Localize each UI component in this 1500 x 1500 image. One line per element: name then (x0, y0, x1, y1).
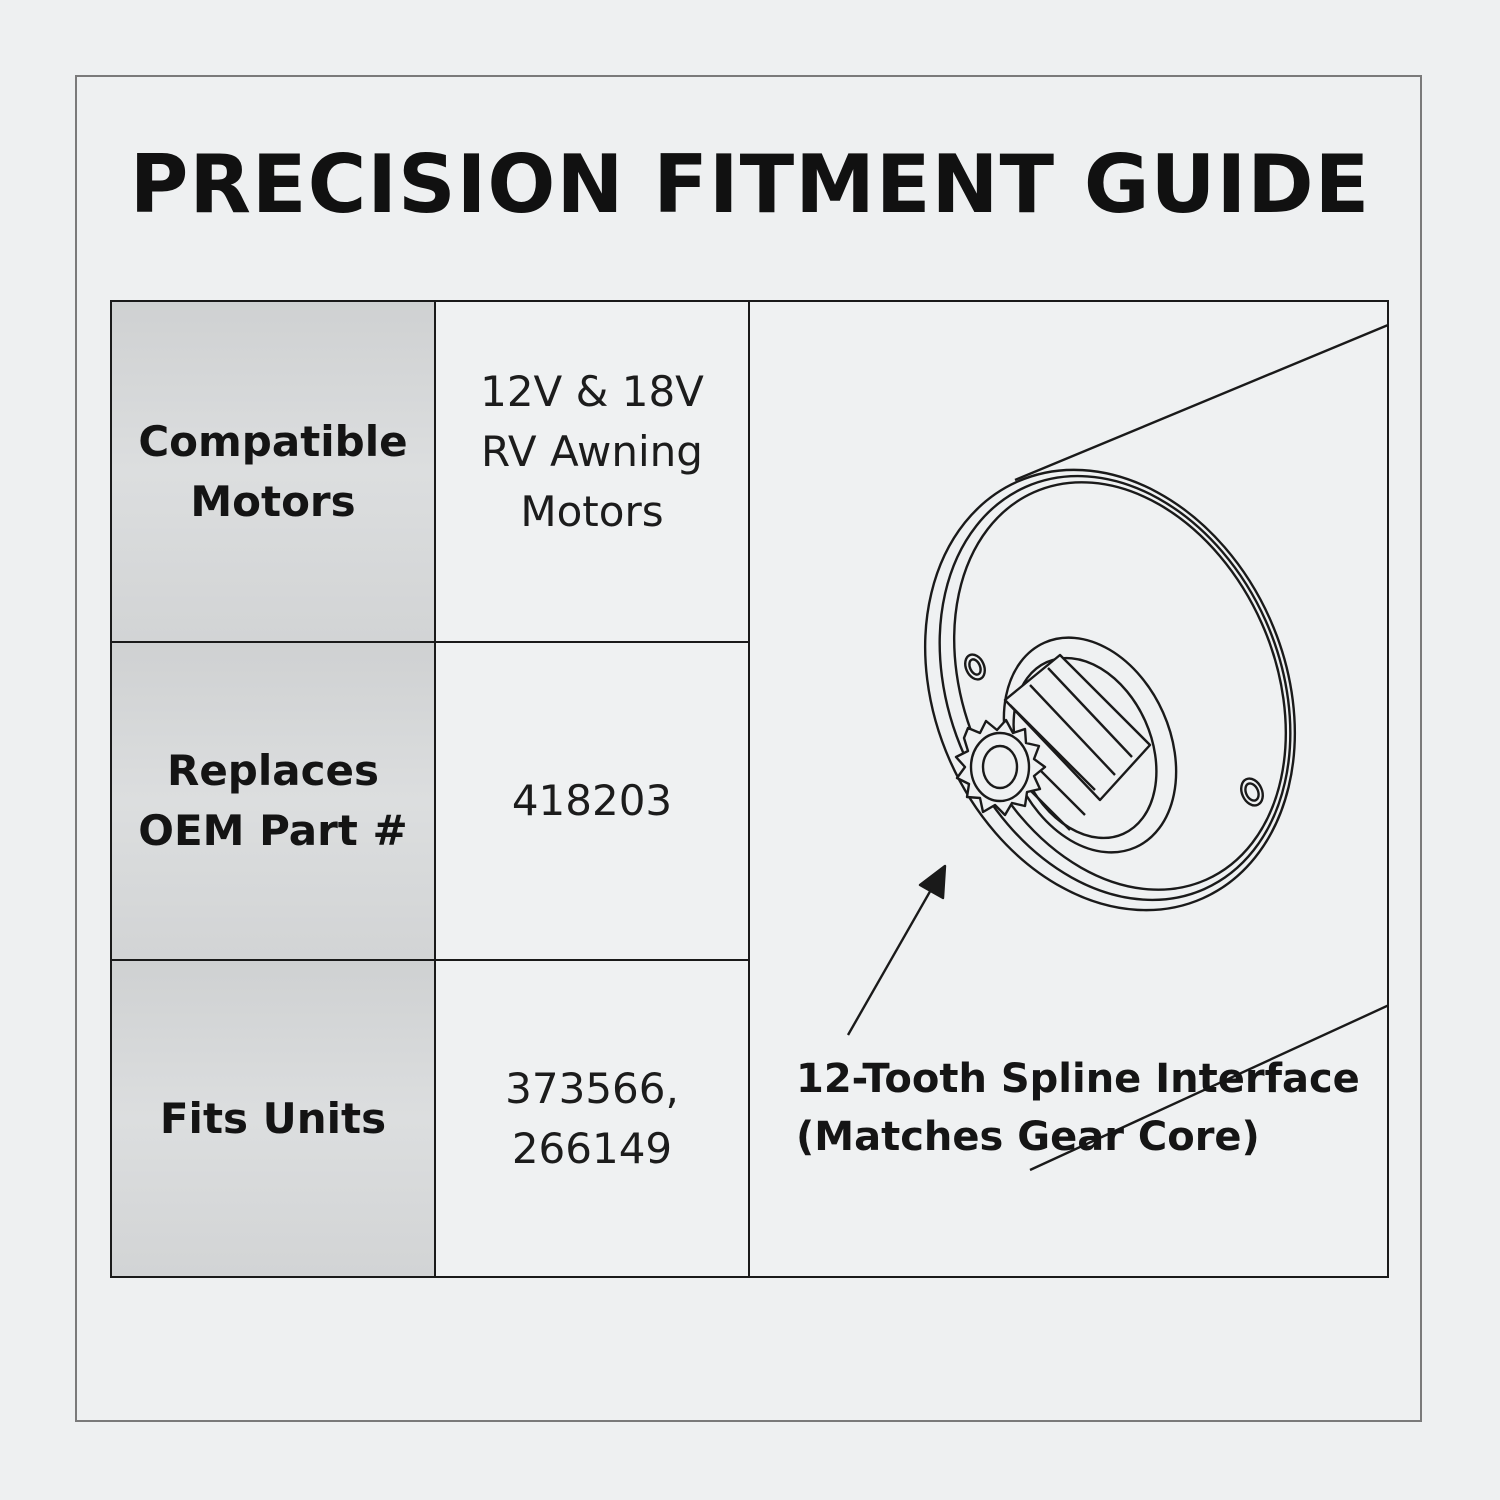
spline-callout: 12-Tooth Spline Interface (Matches Gear … (796, 1050, 1360, 1166)
label-line: Fits Units (159, 1093, 387, 1143)
value-line: Motors (520, 486, 664, 536)
callout-line-2: (Matches Gear Core) (796, 1114, 1260, 1160)
callout-line-1: 12-Tooth Spline Interface (796, 1056, 1360, 1102)
grid-divider (110, 641, 750, 643)
label-line: OEM Part # (138, 806, 408, 855)
grid-divider (434, 300, 436, 1278)
page-title: PRECISION FITMENT GUIDE (129, 138, 1371, 231)
grid-divider (748, 300, 750, 1278)
value-line: RV Awning (481, 426, 703, 476)
label-replaces-oem: Replaces OEM Part # (112, 643, 434, 959)
value-fits-units: 373566, 266149 (436, 961, 748, 1276)
motor-spline-shaft-icon (846, 324, 1387, 1172)
value-compatible-motors: 12V & 18V RV Awning Motors (436, 302, 748, 641)
label-line: Replaces (166, 746, 379, 795)
label-line: Compatible (138, 416, 408, 466)
value-line: 266149 (511, 1123, 673, 1173)
grid-divider (110, 959, 750, 961)
value-line: 12V & 18V (480, 366, 704, 416)
value-line: 373566, (505, 1063, 679, 1113)
label-fits-units: Fits Units (112, 961, 434, 1276)
label-line: Motors (190, 476, 356, 526)
value-line: 418203 (511, 776, 673, 825)
value-replaces-oem: 418203 (436, 643, 748, 959)
label-compatible-motors: Compatible Motors (112, 302, 434, 641)
